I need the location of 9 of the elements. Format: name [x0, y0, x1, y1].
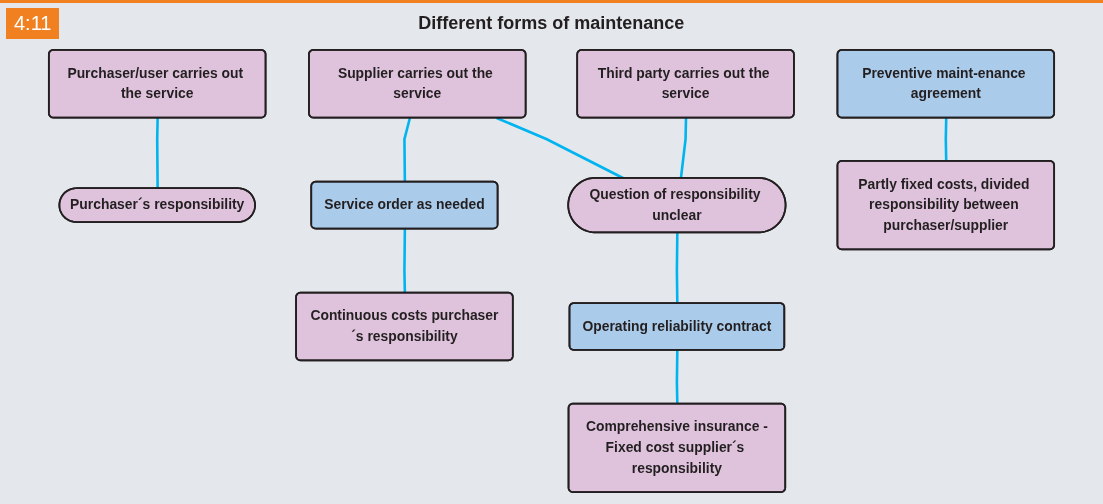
connector: [155, 117, 159, 189]
connector: [675, 350, 679, 405]
diagram-title: Different forms of maintenance: [417, 12, 686, 34]
connector: [403, 228, 407, 294]
connector: [403, 117, 412, 183]
figure-number: 4:11: [6, 7, 60, 39]
connector: [675, 232, 679, 304]
connector: [944, 117, 948, 162]
connector: [679, 117, 688, 179]
